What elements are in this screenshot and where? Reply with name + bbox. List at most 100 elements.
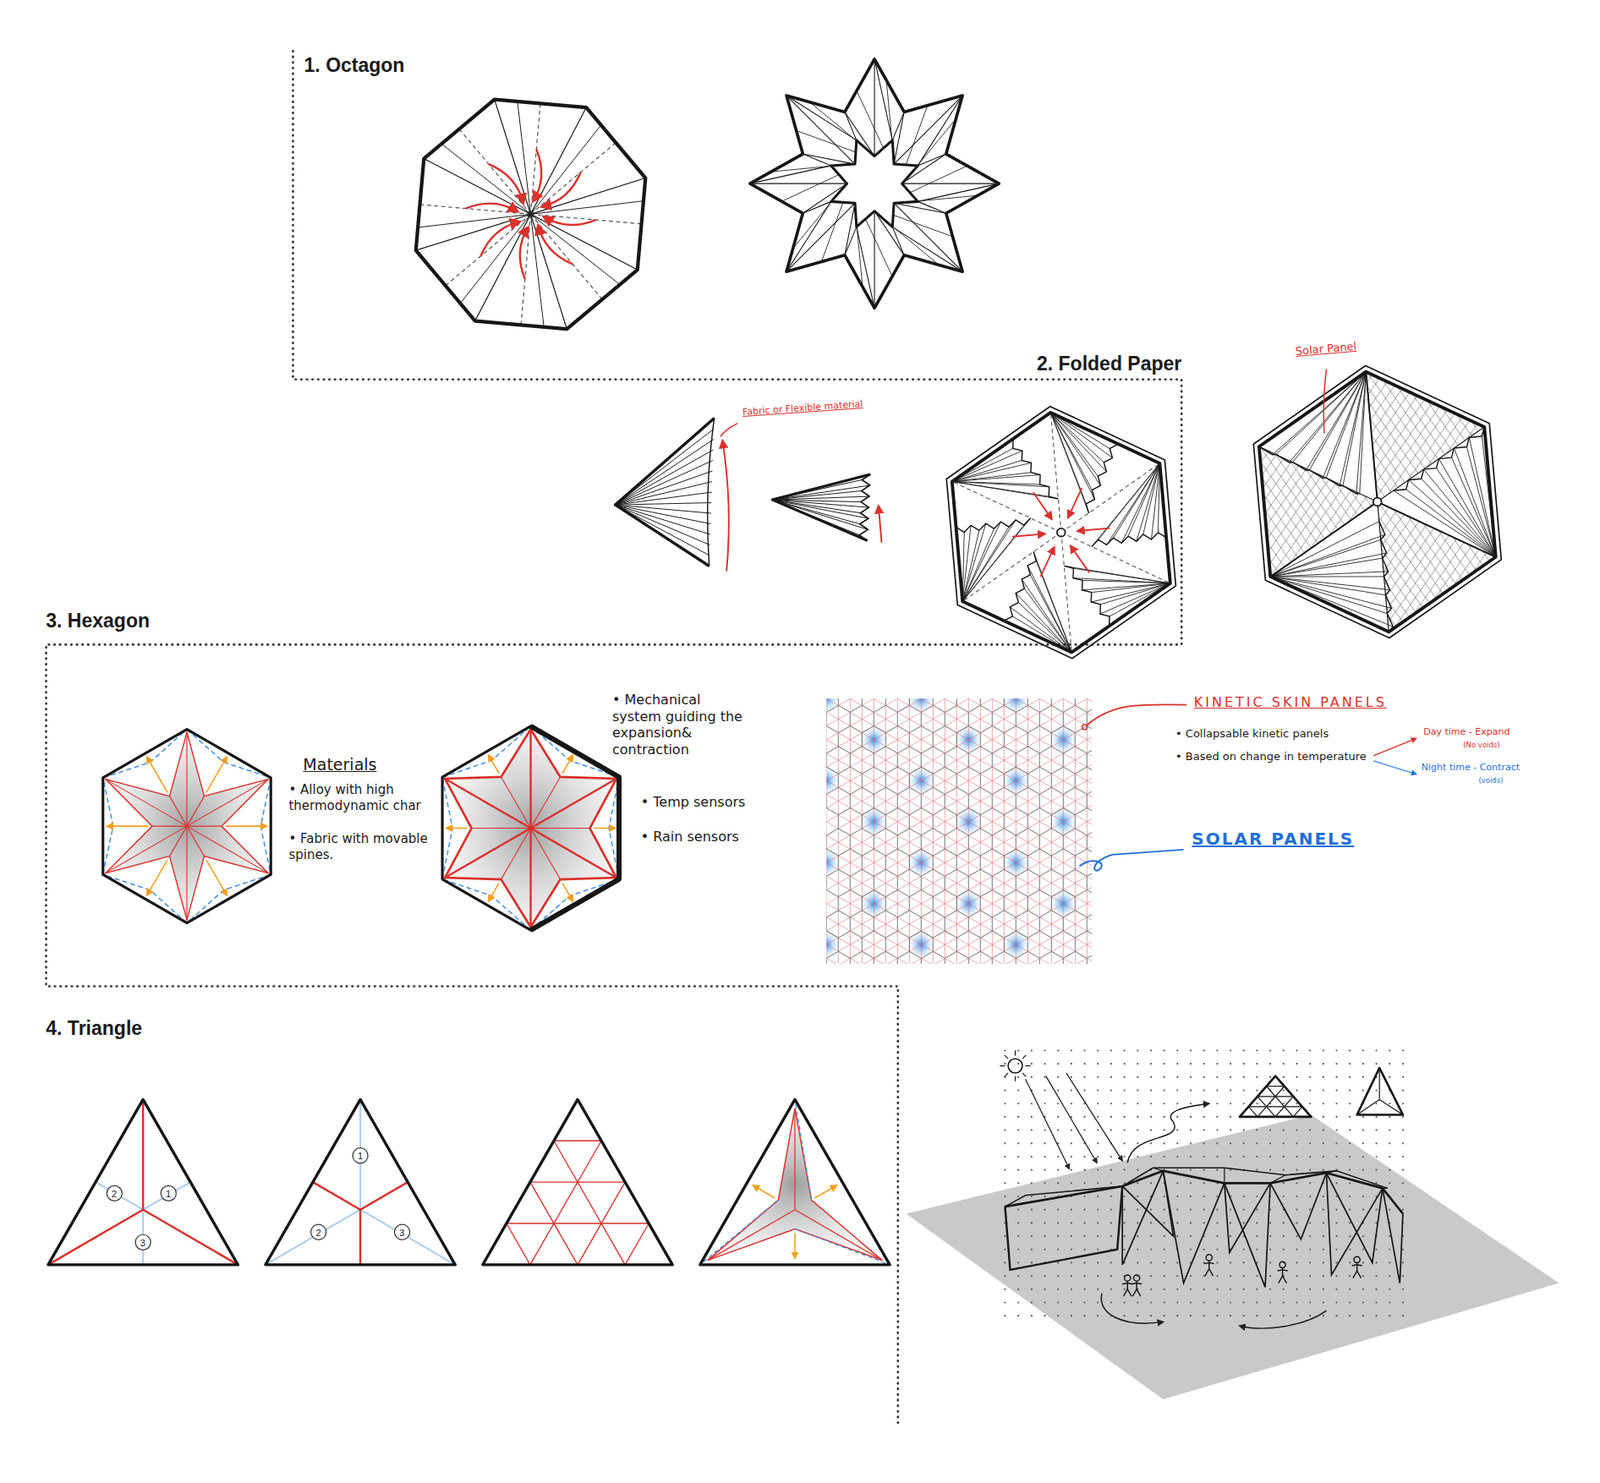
- sun-ray: [1025, 1065, 1031, 1067]
- panel-fold-line: [1039, 876, 1064, 890]
- sun-ray: [1014, 1076, 1016, 1082]
- grid-dot: [1335, 1195, 1337, 1198]
- mode-note: (No voids): [1463, 740, 1500, 750]
- panel-fold-line: [1003, 951, 1005, 965]
- grid-dot: [1335, 1275, 1337, 1277]
- panel-fold-line: [873, 753, 898, 768]
- panel-fold-line: [980, 855, 1004, 870]
- grid-dot: [1110, 1076, 1113, 1079]
- expansion-arrow: [107, 825, 149, 828]
- ground-plane: [905, 1115, 1559, 1401]
- grid-dot: [1203, 1049, 1206, 1052]
- hexagon-outline-bold: [531, 726, 620, 931]
- panel-fold-line: [826, 876, 850, 890]
- grid-dot: [1375, 1142, 1377, 1145]
- panel-fold-line: [968, 712, 992, 726]
- grid-dot: [1309, 1261, 1311, 1264]
- panel-fold-line: [1074, 897, 1092, 911]
- grid-dot: [1362, 1275, 1365, 1277]
- panel-edge: [772, 474, 871, 541]
- grid-dot: [1150, 1076, 1152, 1079]
- leader-line: [1323, 369, 1327, 434]
- grid-dot: [1335, 1235, 1337, 1238]
- solar-panel-hatch: [1365, 372, 1485, 503]
- grid-dot: [1229, 1288, 1232, 1291]
- grid-dot: [1083, 1156, 1085, 1158]
- grid-dot: [1110, 1063, 1113, 1065]
- panel-fold-line: [1039, 794, 1064, 808]
- grid-dot: [1375, 1129, 1377, 1132]
- fan-line: [1359, 372, 1367, 494]
- panel-fold-line: [1086, 876, 1092, 890]
- callout-number: 3: [140, 1238, 146, 1248]
- solar-panel-hatch: [1259, 446, 1378, 577]
- grid-dot: [1269, 1076, 1272, 1079]
- sunlight-arrow: [1066, 1073, 1123, 1162]
- fan-line: [615, 449, 714, 505]
- grid-dot: [1388, 1301, 1391, 1304]
- grid-dot: [1295, 1089, 1298, 1091]
- panel-fold-line: [838, 855, 862, 870]
- kinetic-panel-cell: [873, 951, 898, 965]
- panel-fold-line: [1074, 733, 1092, 747]
- grid-dot: [1229, 1142, 1232, 1145]
- panel-fold-line: [1003, 698, 1028, 706]
- grid-dot: [1216, 1129, 1218, 1132]
- panel-fold-line: [1074, 773, 1092, 788]
- panel-fold-line: [861, 937, 886, 952]
- grid-dot: [1136, 1182, 1139, 1184]
- panel-fold-line: [1003, 937, 1028, 952]
- grid-dot: [1136, 1249, 1139, 1251]
- grid-dot: [1402, 1261, 1404, 1264]
- grid-dot: [1123, 1063, 1126, 1065]
- panel-fold-line: [1063, 958, 1087, 965]
- fan-line: [1063, 565, 1171, 583]
- grid-dot: [1243, 1249, 1245, 1251]
- panel-fold-line: [909, 897, 933, 911]
- grid-dot: [1083, 1209, 1085, 1211]
- grid-dot: [1243, 1089, 1245, 1091]
- panel-fold-line: [885, 733, 910, 747]
- pleat-edge: [1393, 427, 1485, 491]
- airflow-arrow: [1239, 1310, 1327, 1329]
- panel-fold-line: [956, 698, 981, 706]
- panel-fold-line: [932, 698, 957, 706]
- panel-fold-line: [1039, 794, 1064, 808]
- grid-dot: [1388, 1182, 1391, 1184]
- note-bullet: • Based on change in temperature: [1175, 750, 1367, 764]
- contraction-arrow: [543, 216, 597, 225]
- grid-dot: [1216, 1235, 1218, 1238]
- module-outline: [1357, 1068, 1403, 1115]
- grid-dot: [1057, 1169, 1059, 1172]
- panel-fold-line: [1063, 835, 1087, 850]
- grid-dot: [1388, 1076, 1391, 1079]
- grid-dot: [1150, 1116, 1152, 1118]
- panel-fold-line: [849, 712, 874, 726]
- panel-fold-line: [873, 712, 898, 726]
- grid-dot: [1070, 1129, 1073, 1132]
- panel-fold-line: [873, 698, 875, 713]
- panel-fold-line: [1086, 958, 1092, 965]
- grid-dot: [1163, 1235, 1166, 1238]
- expansion-arrow: [147, 756, 168, 793]
- grid-dot: [1043, 1221, 1046, 1224]
- grid-dot: [1189, 1221, 1192, 1224]
- grid-dot: [1335, 1049, 1337, 1052]
- grid-dot: [1243, 1049, 1245, 1052]
- spine-line: [169, 796, 187, 828]
- panel-fold-line: [1015, 917, 1040, 932]
- module-line: [1248, 1106, 1258, 1118]
- grid-dot: [1083, 1195, 1085, 1198]
- fold-line: [844, 202, 855, 256]
- grid-dot: [1229, 1049, 1232, 1052]
- grid-dot: [1030, 1049, 1033, 1052]
- person-figure: [1205, 1254, 1212, 1261]
- panel-fold-line: [849, 794, 874, 808]
- grid-dot: [1375, 1156, 1377, 1158]
- spine-line: [152, 826, 187, 828]
- fold-line: [893, 95, 963, 165]
- fold-line: [530, 1140, 602, 1266]
- panel-fold-line: [1027, 855, 1052, 870]
- panel-fold-line: [1027, 937, 1052, 952]
- panel-fold-line: [1039, 958, 1064, 965]
